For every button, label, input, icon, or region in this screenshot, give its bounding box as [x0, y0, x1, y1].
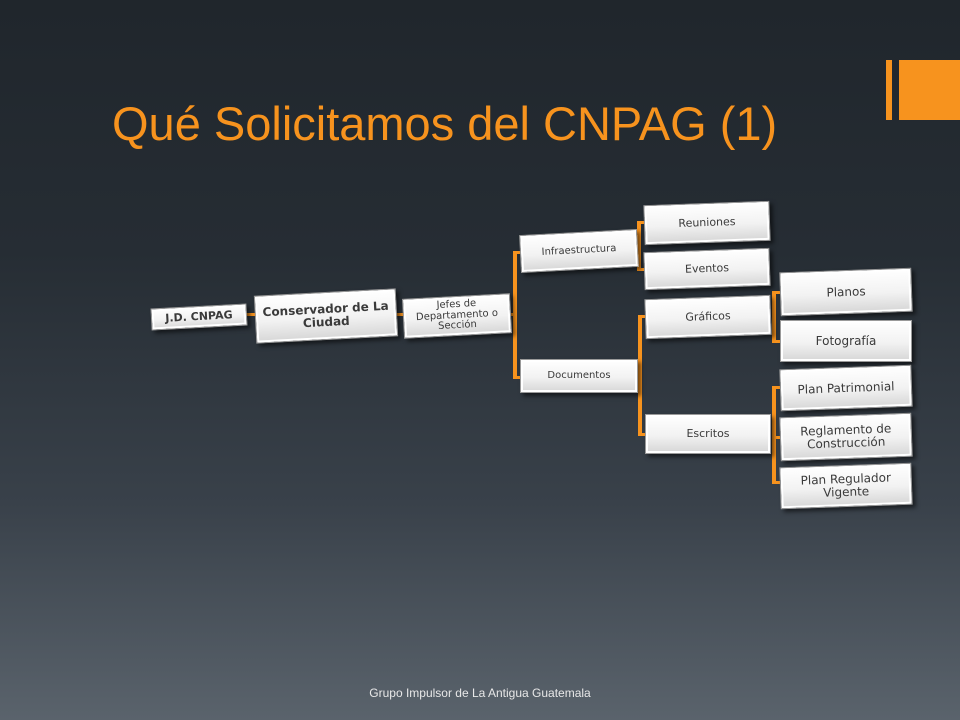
node-eventos: Eventos [643, 247, 771, 291]
node-documentos: Documentos [520, 359, 638, 393]
slide-title: Qué Solicitamos del CNPAG (1) [112, 97, 778, 150]
connector-to-plan-regulador [772, 481, 780, 484]
node-infraestructura: Infraestructura [519, 228, 639, 274]
connector-to-infraestructura [513, 251, 521, 254]
slide-footer: Grupo Impulsor de La Antigua Guatemala [369, 686, 591, 700]
decorative-bar-thick [899, 60, 960, 120]
node-fotografia: Fotografía [780, 320, 912, 362]
node-jd-cnpag: J.D. CNPAG [150, 303, 248, 331]
node-conservador: Conservador de La Ciudad [253, 288, 399, 344]
connector-to-documentos [513, 376, 521, 379]
connector-to-escritos [638, 433, 646, 436]
decorative-bar-thin [886, 60, 892, 120]
connector-to-planos [772, 291, 780, 294]
node-plan-regulador: Plan Regulador Vigente [779, 462, 913, 510]
connector-infra-vertical [637, 222, 641, 270]
node-graficos: Gráficos [644, 294, 772, 340]
connector-to-graficos [638, 315, 646, 318]
connector-to-fotografia [772, 340, 780, 343]
connector-escritos-vertical [772, 387, 776, 483]
connector-level1-level2 [396, 313, 404, 316]
connector-to-reuniones [637, 221, 645, 224]
node-escritos: Escritos [645, 414, 771, 454]
node-jefes-departamento: Jefes de Departamento o Sección [402, 293, 512, 339]
node-planos: Planos [779, 267, 913, 317]
connector-level2-vertical [513, 252, 517, 378]
connector-root-level1 [246, 313, 256, 316]
connector-docs-vertical [638, 316, 642, 436]
connector-graficos-vertical [772, 292, 776, 342]
connector-to-plan-patrimonial [772, 386, 780, 389]
node-reglamento-construccion: Reglamento de Construcción [779, 412, 913, 462]
node-plan-patrimonial: Plan Patrimonial [779, 364, 913, 412]
connector-to-reglamento [772, 436, 780, 439]
node-reuniones: Reuniones [643, 200, 771, 246]
connector-to-eventos [637, 268, 645, 271]
